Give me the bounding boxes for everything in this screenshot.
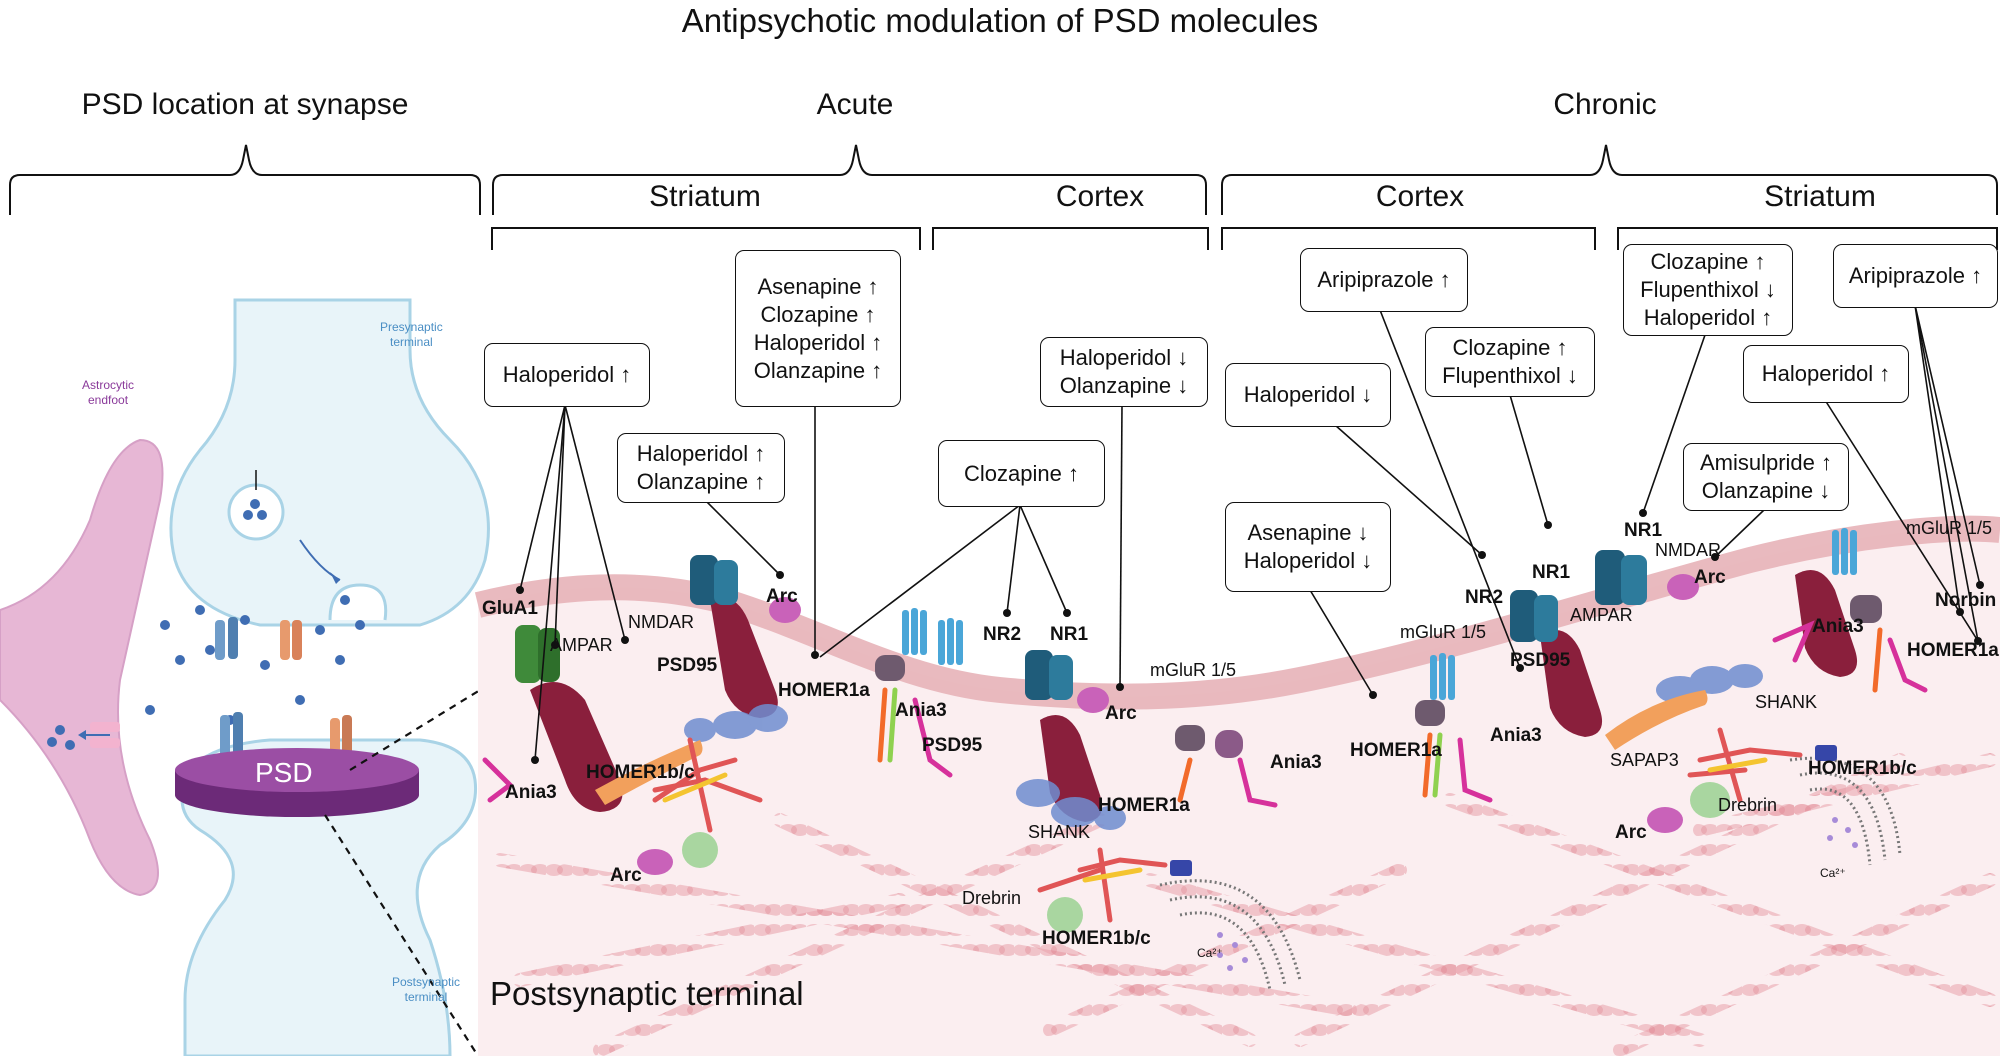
header-psd-location: PSD location at synapse — [81, 88, 409, 121]
label-mglur-acute: mGluR 1/5 — [1150, 660, 1237, 680]
label-nmdar-acute: NMDAR — [628, 612, 694, 632]
box-acute-striatum-haloperidol-olanzapine: Haloperidol ↑Olanzapine ↑ — [617, 433, 785, 503]
synapse-illustration — [0, 298, 490, 1056]
label-ania3-chronic-striatum: Ania3 — [1812, 616, 1864, 637]
box-chronic-cortex-aripiprazole: Aripiprazole ↑ — [1300, 248, 1468, 312]
label-drebrin-acute: Drebrin — [962, 888, 1022, 908]
label-arc-chronic-striatum-bottom: Arc — [1615, 822, 1647, 843]
box-acute-cortex-clozapine: Clozapine ↑ — [938, 440, 1105, 507]
label-ampar-acute: AMPAR — [550, 635, 613, 655]
label-sapap3: SAPAP3 — [1610, 750, 1679, 770]
header-brackets — [9, 144, 1998, 250]
postsynaptic-terminal — [180, 738, 478, 1056]
header-acute: Acute — [816, 88, 894, 121]
label-arc-acute-striatum-bottom: Arc — [610, 865, 642, 886]
box-chronic-cortex-asenapine-haloperidol: Asenapine ↓Haloperidol ↓ — [1225, 502, 1391, 592]
label-nmdar-chronic: NMDAR — [1655, 540, 1721, 560]
header-chronic: Chronic — [1553, 88, 1657, 121]
label-drebrin-chronic: Drebrin — [1718, 795, 1778, 815]
region-chronic-striatum: Striatum — [1764, 180, 1876, 213]
region-chronic-cortex: Cortex — [1375, 180, 1465, 213]
label-arc-acute-cortex: Arc — [1105, 703, 1137, 724]
box-acute-four-drugs: Asenapine ↑Clozapine ↑Haloperidol ↑Olanz… — [735, 250, 901, 407]
zoom-line-bottom — [324, 814, 479, 1056]
label-nr2-chronic: NR2 — [1465, 587, 1504, 608]
label-homer1a-chronic-striatum: HOMER1a — [1907, 640, 1999, 661]
box-chronic-cortex-clozapine-flupenthixol: Clozapine ↑Flupenthixol ↓ — [1425, 327, 1595, 397]
label-norbin: Norbin — [1935, 590, 1997, 611]
label-nr1-chronic-cortex: NR1 — [1532, 562, 1571, 583]
box-chronic-striatum-amisulpride-olanzapine: Amisulpride ↑Olanzapine ↓ — [1683, 443, 1849, 511]
label-homer1a-acute-cortex: HOMER1a — [1098, 795, 1190, 816]
box-chronic-cortex-haloperidol: Haloperidol ↓ — [1225, 363, 1391, 427]
presynaptic-terminal — [169, 298, 490, 627]
label-ania3-acute-mid: Ania3 — [895, 700, 947, 721]
postsynaptic-zoom — [474, 515, 2000, 1056]
box-chronic-striatum-aripiprazole: Aripiprazole ↑ — [1833, 244, 1998, 308]
label-psd95-acute-mid: PSD95 — [922, 735, 983, 756]
label-calcium-chronic: Ca²⁺ — [1820, 866, 1846, 880]
psd-label: PSD — [255, 757, 313, 788]
label-calcium-acute: Ca²⁺ — [1197, 946, 1223, 960]
label-mglur-chronic-striatum: mGluR 1/5 — [1906, 518, 1993, 538]
label-homer1bc-acute-striatum: HOMER1b/c — [586, 762, 695, 783]
box-acute-cortex-haloperidol-olanzapine: Haloperidol ↓Olanzapine ↓ — [1040, 337, 1208, 407]
label-nr2-acute: NR2 — [983, 624, 1022, 645]
spine-apparatus — [1159, 756, 1902, 991]
region-acute-cortex: Cortex — [1055, 180, 1145, 213]
label-glua1: GluA1 — [482, 598, 538, 619]
box-chronic-striatum-three-drugs: Clozapine ↑Flupenthixol ↓Haloperidol ↑ — [1623, 244, 1793, 336]
label-ampar-chronic: AMPAR — [1570, 605, 1633, 625]
box-acute-striatum-haloperidol: Haloperidol ↑ — [484, 343, 650, 407]
astrocytic-endfoot — [0, 438, 164, 897]
label-ania3-acute-striatum: Ania3 — [505, 782, 557, 803]
label-shank-chronic: SHANK — [1755, 692, 1818, 712]
label-homer1bc-acute-cortex: HOMER1b/c — [1042, 928, 1151, 949]
label-ania3-acute-cortex: Ania3 — [1270, 752, 1322, 773]
label-mglur-chronic-cortex: mGluR 1/5 — [1400, 622, 1487, 642]
box-chronic-striatum-haloperidol: Haloperidol ↑ — [1743, 345, 1909, 403]
label-homer1bc-chronic: HOMER1b/c — [1808, 758, 1917, 779]
label-arc-acute-striatum-top: Arc — [766, 586, 798, 607]
label-nr1-acute: NR1 — [1050, 624, 1089, 645]
label-arc-chronic-striatum-top: Arc — [1694, 567, 1726, 588]
label-nr1-chronic-striatum: NR1 — [1624, 520, 1663, 541]
connector-dots — [516, 509, 1984, 764]
label-ania3-chronic-cortex: Ania3 — [1490, 725, 1542, 746]
label-homer1a-acute-striatum: HOMER1a — [778, 680, 870, 701]
postsynaptic-terminal-title: Postsynaptic terminal — [490, 975, 804, 1012]
label-shank-acute: SHANK — [1028, 822, 1091, 842]
label-psd95-chronic: PSD95 — [1510, 650, 1571, 671]
region-acute-striatum: Striatum — [649, 180, 761, 213]
label-psd95-acute-striatum: PSD95 — [657, 655, 718, 676]
connector-lines — [519, 304, 1981, 761]
figure-title: Antipsychotic modulation of PSD molecule… — [681, 2, 1319, 39]
actin-filaments — [493, 753, 1997, 1056]
label-homer1a-chronic-cortex: HOMER1a — [1350, 740, 1442, 761]
